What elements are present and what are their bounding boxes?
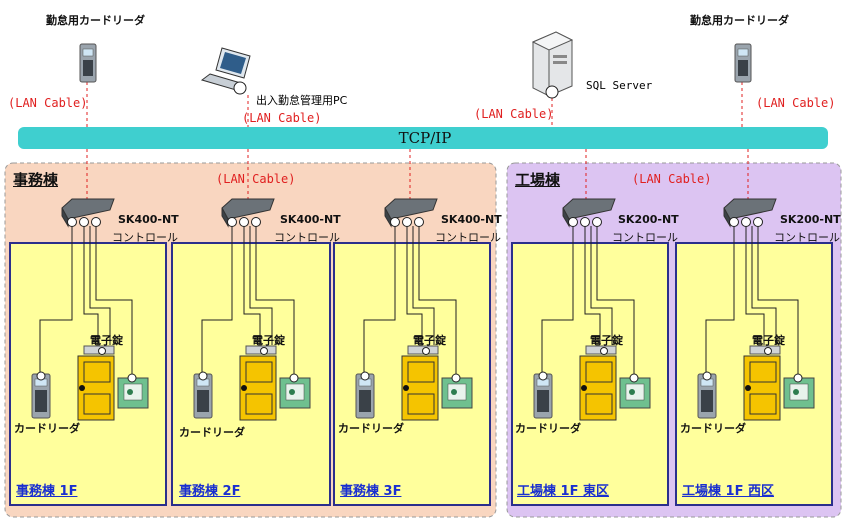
electric-lock-icon [749, 345, 781, 355]
floor-label: 事務棟 1F [16, 484, 78, 499]
device-wiring [39, 226, 799, 376]
card-reader-icon [355, 371, 375, 419]
controller-model-label: SK200-NT [780, 213, 841, 226]
tcp-ip-bus-label: TCP/IP [398, 129, 452, 147]
controller-sub-label: コントロール [435, 231, 501, 244]
card-reader-icon [533, 371, 553, 419]
lan-cables [86, 82, 749, 205]
door-icon [401, 355, 439, 421]
electric-lock-icon [585, 345, 617, 355]
controller-sub-label: コントロール [774, 231, 840, 244]
controller-device-icon [562, 198, 616, 228]
floor-label: 事務棟 3F [340, 484, 402, 499]
door-icon [239, 355, 277, 421]
controller-device-icon [723, 198, 777, 228]
tcp-ip-bus [18, 127, 828, 149]
controller-sub-label: コントロール [274, 231, 340, 244]
lan-cable-label: (LAN Cable) [216, 172, 296, 186]
electric-lock-label: 電子錠 [90, 334, 123, 347]
electric-lock-label: 電子錠 [413, 334, 446, 347]
exit-button-icon [117, 373, 149, 409]
card-reader-label: カードリーダ [179, 426, 245, 439]
electric-lock-label: 電子錠 [752, 334, 785, 347]
pc-label: 出入勤怠管理用PC [256, 94, 348, 107]
floor-label: 工場棟 1F 東区 [517, 484, 609, 499]
controller-device-icon [61, 198, 115, 228]
card-reader-icon [697, 371, 717, 419]
controller-model-label: SK400-NT [118, 213, 179, 226]
card-reader-label: カードリーダ [680, 422, 746, 435]
controller-device-icon [221, 198, 275, 228]
controller-sub-label: コントロール [612, 231, 678, 244]
floor-label: 工場棟 1F 西区 [682, 484, 774, 499]
building-title: 事務棟 [13, 171, 59, 189]
exit-button-icon [441, 373, 473, 409]
card-reader-icon [31, 371, 51, 419]
controller-sub-label: コントロール [112, 231, 178, 244]
floor-label: 事務棟 2F [179, 484, 241, 499]
top-right-reader-label: 勤怠用カードリーダ [690, 14, 789, 27]
attendance-card-reader-left [79, 43, 97, 83]
door-icon [579, 355, 617, 421]
attendance-pc-laptop-icon [200, 47, 251, 95]
electric-lock-label: 電子錠 [590, 334, 623, 347]
controller-model-label: SK200-NT [618, 213, 679, 226]
exit-button-icon [783, 373, 815, 409]
door-icon [77, 355, 115, 421]
card-reader-label: カードリーダ [14, 422, 80, 435]
card-reader-label: カードリーダ [515, 422, 581, 435]
electric-lock-label: 電子錠 [252, 334, 285, 347]
lan-cable-label: (LAN Cable) [8, 96, 88, 110]
building-title: 工場棟 [515, 171, 561, 189]
top-left-reader-label: 勤怠用カードリーダ [46, 14, 145, 27]
controller-device-icon [384, 198, 438, 228]
attendance-card-reader-right [734, 43, 752, 83]
door-icon [743, 355, 781, 421]
lan-cable-label: (LAN Cable) [632, 172, 712, 186]
sql-server-icon [531, 31, 574, 99]
electric-lock-icon [245, 345, 277, 355]
controller-model-label: SK400-NT [441, 213, 502, 226]
electric-lock-icon [407, 345, 439, 355]
lan-cable-label: (LAN Cable) [242, 111, 322, 125]
lan-cable-label: (LAN Cable) [756, 96, 836, 110]
lan-cable-label: (LAN Cable) [474, 107, 554, 121]
exit-button-icon [279, 373, 311, 409]
card-reader-label: カードリーダ [338, 422, 404, 435]
exit-button-icon [619, 373, 651, 409]
electric-lock-icon [83, 345, 115, 355]
card-reader-icon [193, 371, 213, 419]
server-label: SQL Server [586, 79, 653, 92]
controller-model-label: SK400-NT [280, 213, 341, 226]
